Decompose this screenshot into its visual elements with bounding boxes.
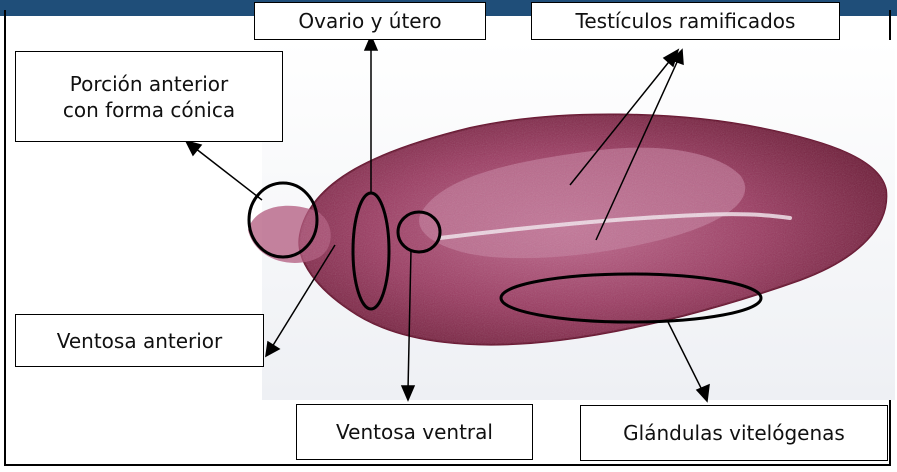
label-ovary-uterus: Ovario y útero bbox=[254, 2, 486, 40]
label-oral-sucker: Ventosa anterior bbox=[15, 314, 264, 367]
label-branched-testes-text: Testículos ramificados bbox=[576, 8, 796, 34]
label-anterior-cone-line2: con forma cónica bbox=[63, 97, 235, 123]
label-ventral-sucker-text: Ventosa ventral bbox=[336, 419, 493, 445]
label-ventral-sucker: Ventosa ventral bbox=[296, 404, 533, 460]
label-vitelline-glands-text: Glándulas vitelógenas bbox=[623, 420, 845, 446]
label-anterior-cone-line1: Porción anterior bbox=[70, 71, 229, 97]
label-anterior-cone: Porción anterior con forma cónica bbox=[15, 51, 283, 142]
label-vitelline-glands: Glándulas vitelógenas bbox=[580, 405, 888, 461]
label-oral-sucker-text: Ventosa anterior bbox=[57, 328, 223, 354]
label-ovary-uterus-text: Ovario y útero bbox=[298, 8, 441, 34]
label-branched-testes: Testículos ramificados bbox=[531, 2, 840, 40]
